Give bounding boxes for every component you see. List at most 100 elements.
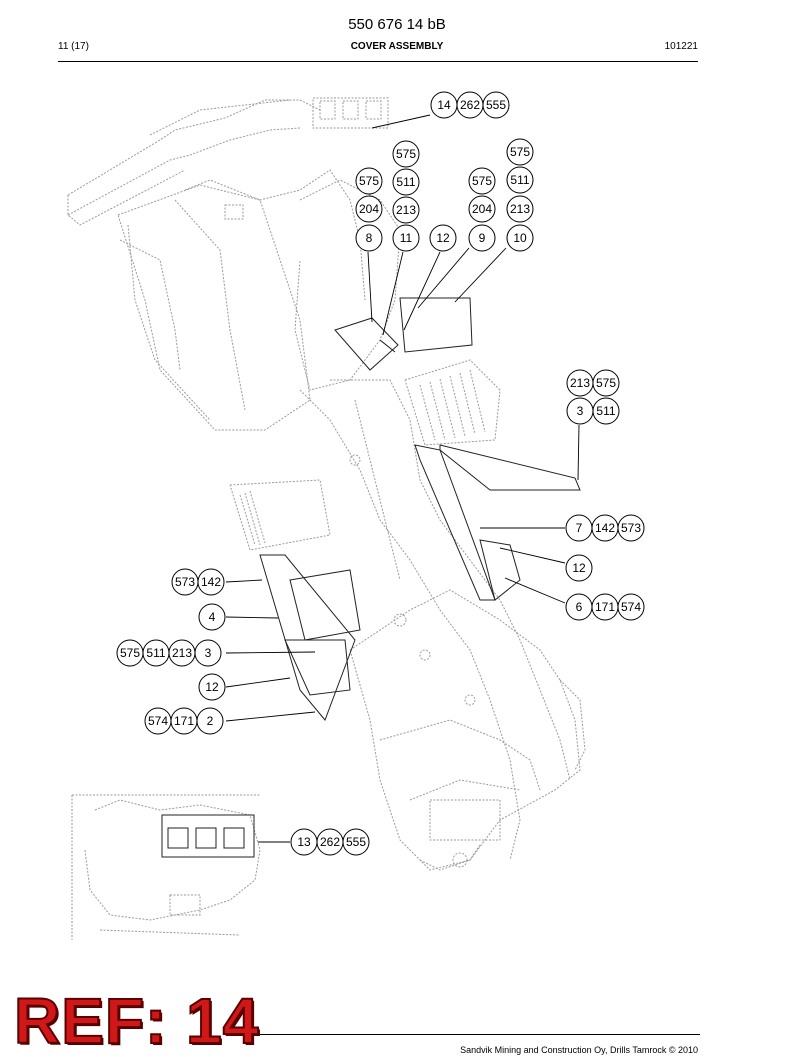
- callout-label: 213: [396, 203, 416, 217]
- callout-balloon: [392, 224, 420, 252]
- callout-balloon: [592, 369, 620, 397]
- callout-label: 511: [596, 404, 615, 418]
- callout-label: 511: [146, 646, 165, 660]
- callout-balloon: [355, 195, 383, 223]
- callout-balloon: [392, 168, 420, 196]
- callout-c9: 213: [392, 196, 420, 224]
- callout-balloon: [198, 603, 226, 631]
- callout-label: 12: [436, 231, 450, 245]
- callout-balloon: [197, 568, 225, 596]
- callout-label: 555: [346, 835, 366, 849]
- callout-balloon: [468, 195, 496, 223]
- callout-label: 2: [207, 714, 214, 728]
- callout-label: 8: [366, 231, 373, 245]
- callout-balloon: [392, 196, 420, 224]
- callout-label: 142: [595, 521, 615, 535]
- callout-balloon: [355, 167, 383, 195]
- callout-label: 11: [400, 231, 413, 245]
- callout-c10: 204: [468, 195, 496, 223]
- cover-panels: [161, 297, 581, 858]
- callout-balloon: [592, 397, 620, 425]
- header-divider: [58, 61, 698, 62]
- callout-label: 3: [577, 404, 584, 418]
- callout-balloon: [342, 828, 370, 856]
- callout-balloon: [617, 593, 645, 621]
- section-title: COVER ASSEMBLY: [350, 41, 444, 52]
- callout-label: 9: [479, 231, 486, 245]
- callout-label: 204: [472, 202, 492, 216]
- callout-label: 262: [460, 98, 480, 112]
- callout-label: 6: [576, 600, 583, 614]
- callout-c2: 575: [392, 140, 420, 168]
- callout-label: 555: [486, 98, 506, 112]
- callout-c19: 7 142 573: [565, 514, 645, 542]
- callout-c5: 511: [392, 168, 420, 196]
- callout-label: 213: [570, 376, 590, 390]
- callout-c12: 8: [355, 224, 383, 252]
- callout-label: 575: [596, 376, 616, 390]
- callout-balloon: [617, 514, 645, 542]
- callout-balloon: [482, 91, 510, 119]
- callout-label: 511: [510, 173, 529, 187]
- callout-label: 262: [320, 835, 340, 849]
- leader-lines: [225, 114, 580, 843]
- callout-balloon: [506, 138, 534, 166]
- callout-balloon: [565, 554, 593, 582]
- callout-balloon: [196, 707, 224, 735]
- callout-c14: 12: [429, 224, 457, 252]
- callout-label: 573: [175, 575, 195, 589]
- callout-balloon: [198, 673, 226, 701]
- callout-label: 12: [205, 680, 219, 694]
- machine-frame-drawing: [67, 97, 586, 940]
- callout-balloon: [468, 167, 496, 195]
- callout-balloon: [506, 166, 534, 194]
- callout-balloon: [392, 140, 420, 168]
- callout-c23: 4: [198, 603, 226, 631]
- callout-label: 575: [472, 174, 492, 188]
- callout-label: 573: [621, 521, 641, 535]
- callout-label: 171: [595, 600, 615, 614]
- callout-label: 575: [396, 147, 416, 161]
- callout-c25: 12: [198, 673, 226, 701]
- callout-label: 574: [621, 600, 641, 614]
- callout-label: 142: [201, 575, 221, 589]
- callout-label: 213: [510, 202, 530, 216]
- callout-c11: 213: [506, 195, 534, 223]
- callout-label: 575: [359, 174, 379, 188]
- callout-balloon: [429, 224, 457, 252]
- callout-balloon: [506, 195, 534, 223]
- callout-label: 511: [396, 175, 415, 189]
- callout-label: 12: [572, 561, 586, 575]
- callout-label: 204: [359, 202, 379, 216]
- callout-label: 3: [205, 646, 212, 660]
- callout-c18: 3 511: [566, 397, 620, 425]
- callout-c17: 213 575: [566, 369, 620, 397]
- page-number: 11 (17): [58, 41, 89, 52]
- callout-label: 10: [513, 231, 527, 245]
- callout-c8: 204: [355, 195, 383, 223]
- callout-label: 171: [174, 714, 194, 728]
- footer-copyright: Sandvik Mining and Construction Oy, Dril…: [460, 1045, 698, 1055]
- callout-label: 7: [576, 521, 583, 535]
- callout-c7: 511: [506, 166, 534, 194]
- document-number: 550 676 14 bB: [348, 16, 446, 33]
- reference-stamp: REF: 14: [13, 985, 260, 1057]
- callout-label: 575: [510, 145, 530, 159]
- callout-c13: 11: [392, 224, 420, 252]
- callout-c16: 10: [506, 224, 534, 252]
- callout-balloon: [468, 224, 496, 252]
- footer-divider: [240, 1034, 700, 1035]
- callout-balloon: [194, 639, 222, 667]
- callout-c4: 575: [355, 167, 383, 195]
- callout-c3: 575: [506, 138, 534, 166]
- callout-balloon: [355, 224, 383, 252]
- date-code: 101221: [664, 41, 698, 52]
- callout-c20: 12: [565, 554, 593, 582]
- callout-balloon: [506, 224, 534, 252]
- callout-label: 4: [209, 610, 216, 624]
